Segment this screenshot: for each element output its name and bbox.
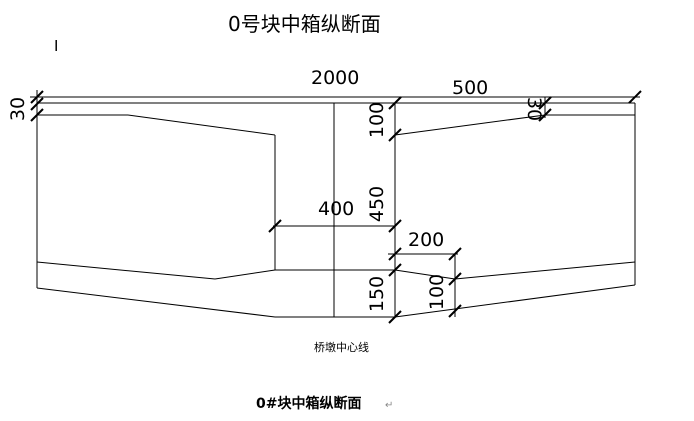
bottom-slab-outer-right [394,284,636,318]
top-haunch-right [394,114,546,136]
tick [30,90,44,104]
tick [628,90,642,104]
dim-right-segment: 500 [452,77,488,99]
tick [448,272,462,286]
dim-top-right-thickness: 30 [523,97,545,121]
box-girder-outline [36,102,636,318]
dim-bottom-haunch-length: 200 [408,229,444,251]
tick [388,263,402,277]
tick [268,219,282,233]
tick [30,108,44,122]
tick [388,310,402,324]
dim-total-length: 2000 [311,67,359,89]
top-haunch-left [127,114,276,136]
tick [388,219,402,233]
dimension-ticks [30,90,642,324]
dim-top-haunch-height: 100 [366,102,388,138]
dim-bottom-thickness: 150 [366,276,388,312]
bottom-slab-inner-left-a [36,261,216,280]
tick [538,96,552,110]
tick [448,247,462,261]
dim-web-offset: 400 [318,198,354,220]
bottom-slab-inner-right-b [454,261,636,280]
tick [538,108,552,122]
dim-bottom-haunch-height: 100 [426,274,448,310]
pier-center-line-label: 桥墩中心线 [314,340,369,354]
bottom-slab-inner-right-a [394,269,456,280]
dim-top-left-thickness: 30 [7,97,29,121]
dim-web-height: 450 [366,186,388,222]
tick [388,96,402,110]
dimension-lines [30,90,640,317]
figure-caption: 0#块中箱纵断面 [256,395,361,412]
drawing-title: 0号块中箱纵断面 [228,12,381,36]
tick [30,97,44,111]
tick [388,247,402,261]
tick [448,304,462,318]
tick [388,128,402,142]
text-cursor-mark: I [54,37,58,55]
bottom-slab-inner-left-b [214,269,276,280]
bottom-slab-outer-left [36,287,276,318]
paragraph-return-mark: ↵ [385,400,393,411]
